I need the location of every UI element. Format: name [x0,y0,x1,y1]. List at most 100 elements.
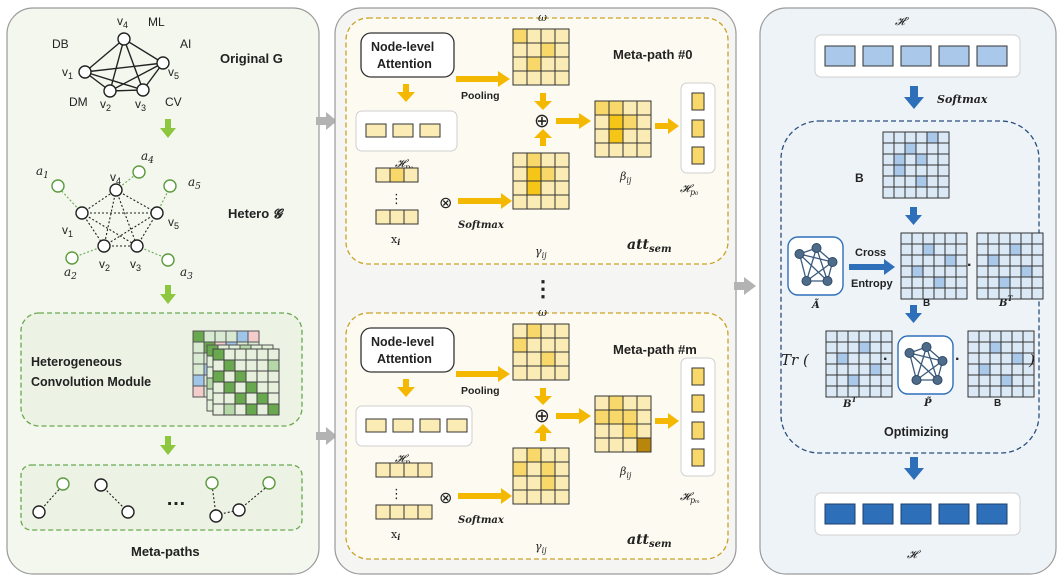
oplus-symbol: ⊕ [534,405,550,427]
beta-matrix [594,100,652,158]
matrix-cell [900,276,913,289]
matrix-cell [900,265,913,278]
vertical-ellipsis: ⋮ [532,276,554,301]
h-prime-label: 𝓗′ [895,15,910,28]
matrix-cell [900,254,913,267]
matrix-cell [245,403,258,416]
matrix-cell [608,395,624,411]
matrix-cell [608,128,624,144]
matrix-cell [526,351,542,367]
matrix-cell [512,70,528,86]
matrix-cell [267,381,280,394]
matrix-cell [836,385,849,398]
matrix-cell [192,374,205,387]
node-v2-label: v2 [100,97,111,113]
matrix-cell [937,131,950,144]
matrix-cell [512,337,528,353]
matrix-cell [192,385,205,398]
matrix-cell [636,142,652,158]
matrix-cell [893,186,906,199]
cross-label: Cross [855,247,886,259]
right-panel: 𝓗′ Softmax B Ã Cross En [759,7,1057,575]
matrix-cell [976,243,989,256]
x-i-cell [417,504,433,520]
matrix-cell [223,392,236,405]
matrix-cell [526,180,542,196]
beta-matrix [594,395,652,453]
matrix-cell [526,194,542,210]
node-attention-box [360,32,455,78]
cross-entropy-arrow [849,259,895,275]
matrix-cell [622,437,638,453]
matrix-cell [967,341,980,354]
matrix-cell [540,447,556,463]
matrix-cell [937,186,950,199]
matrix-cell [937,142,950,155]
node-attention-label: Attention [377,352,432,366]
x-i-cell [389,504,405,520]
matrix-cell [512,180,528,196]
matrix-cell [955,232,968,245]
matrix-cell [554,166,570,182]
matrix-cell [978,352,991,365]
matrix-cell [223,359,236,372]
x-i-cell [375,209,391,225]
matrix-cell [869,330,882,343]
matrix-cell [893,153,906,166]
matrix-cell [1031,265,1044,278]
node-attention-label: Node-level [371,335,434,349]
matrix-cell [608,437,624,453]
matrix-cell [882,164,895,177]
matrix-cell [944,232,957,245]
matrix-cell [1020,276,1033,289]
matrix-cell [1009,254,1022,267]
matrix-cell [836,363,849,376]
yellow-arrow [579,113,591,129]
output-cell [691,394,705,413]
matrix-cell [1031,276,1044,289]
softmax-arrow [501,193,512,209]
matrix-cell [267,392,280,405]
matrix-cell [915,175,928,188]
matrix-cell [989,330,1002,343]
matrix-cell [836,330,849,343]
matrix-cell [926,142,939,155]
matrix-cell [540,166,556,182]
yellow-arrow [556,413,581,419]
matrix-cell [911,254,924,267]
matrix-cell [955,243,968,256]
yellow-arrow [534,101,552,110]
output-cell [691,92,705,111]
matrix-cell [526,337,542,353]
matrix-cell [904,186,917,199]
matrix-cell [554,337,570,353]
matrix-cell [256,370,269,383]
matrix-cell [858,374,871,387]
matrix-cell [933,254,946,267]
b2-under-label: B [994,398,1001,409]
dot-2: · [883,351,888,368]
matrix-cell [926,175,939,188]
yellow-arrow [655,123,670,129]
network-node [827,257,838,267]
matrix-cell [245,359,258,372]
matrix-cell [234,370,247,383]
matrix-cell [869,374,882,387]
node-v3-label: v3 [135,97,146,113]
matrix-cell [1020,232,1033,245]
matrix-cell [554,152,570,168]
tag-db: DB [52,37,69,51]
matrix-cell [540,489,556,505]
matrix-cell [900,287,913,300]
close-paren: ) [1028,351,1035,369]
matrix-cell [1000,330,1013,343]
matrix-cell [245,381,258,394]
matrix-cell [955,254,968,267]
matrix-cell [526,42,542,58]
yellow-arrow [534,396,552,405]
matrix-cell [622,409,638,425]
h-p-cell [392,418,414,433]
matrix-cell [267,359,280,372]
matrix-cell [526,461,542,477]
h-prime-vector [814,34,1021,78]
